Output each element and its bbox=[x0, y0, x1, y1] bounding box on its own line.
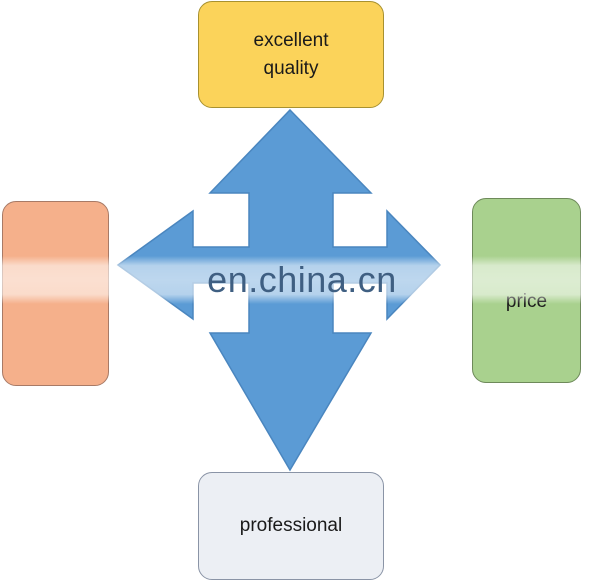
excellent-quality-label: excellent quality bbox=[253, 29, 329, 79]
watermark-band bbox=[0, 256, 604, 304]
professional-label: professional bbox=[239, 515, 343, 536]
watermark-text: en.china.cn bbox=[207, 259, 397, 300]
excellent-quality-box: excellent quality bbox=[198, 1, 384, 108]
professional-box: professional bbox=[198, 472, 384, 580]
